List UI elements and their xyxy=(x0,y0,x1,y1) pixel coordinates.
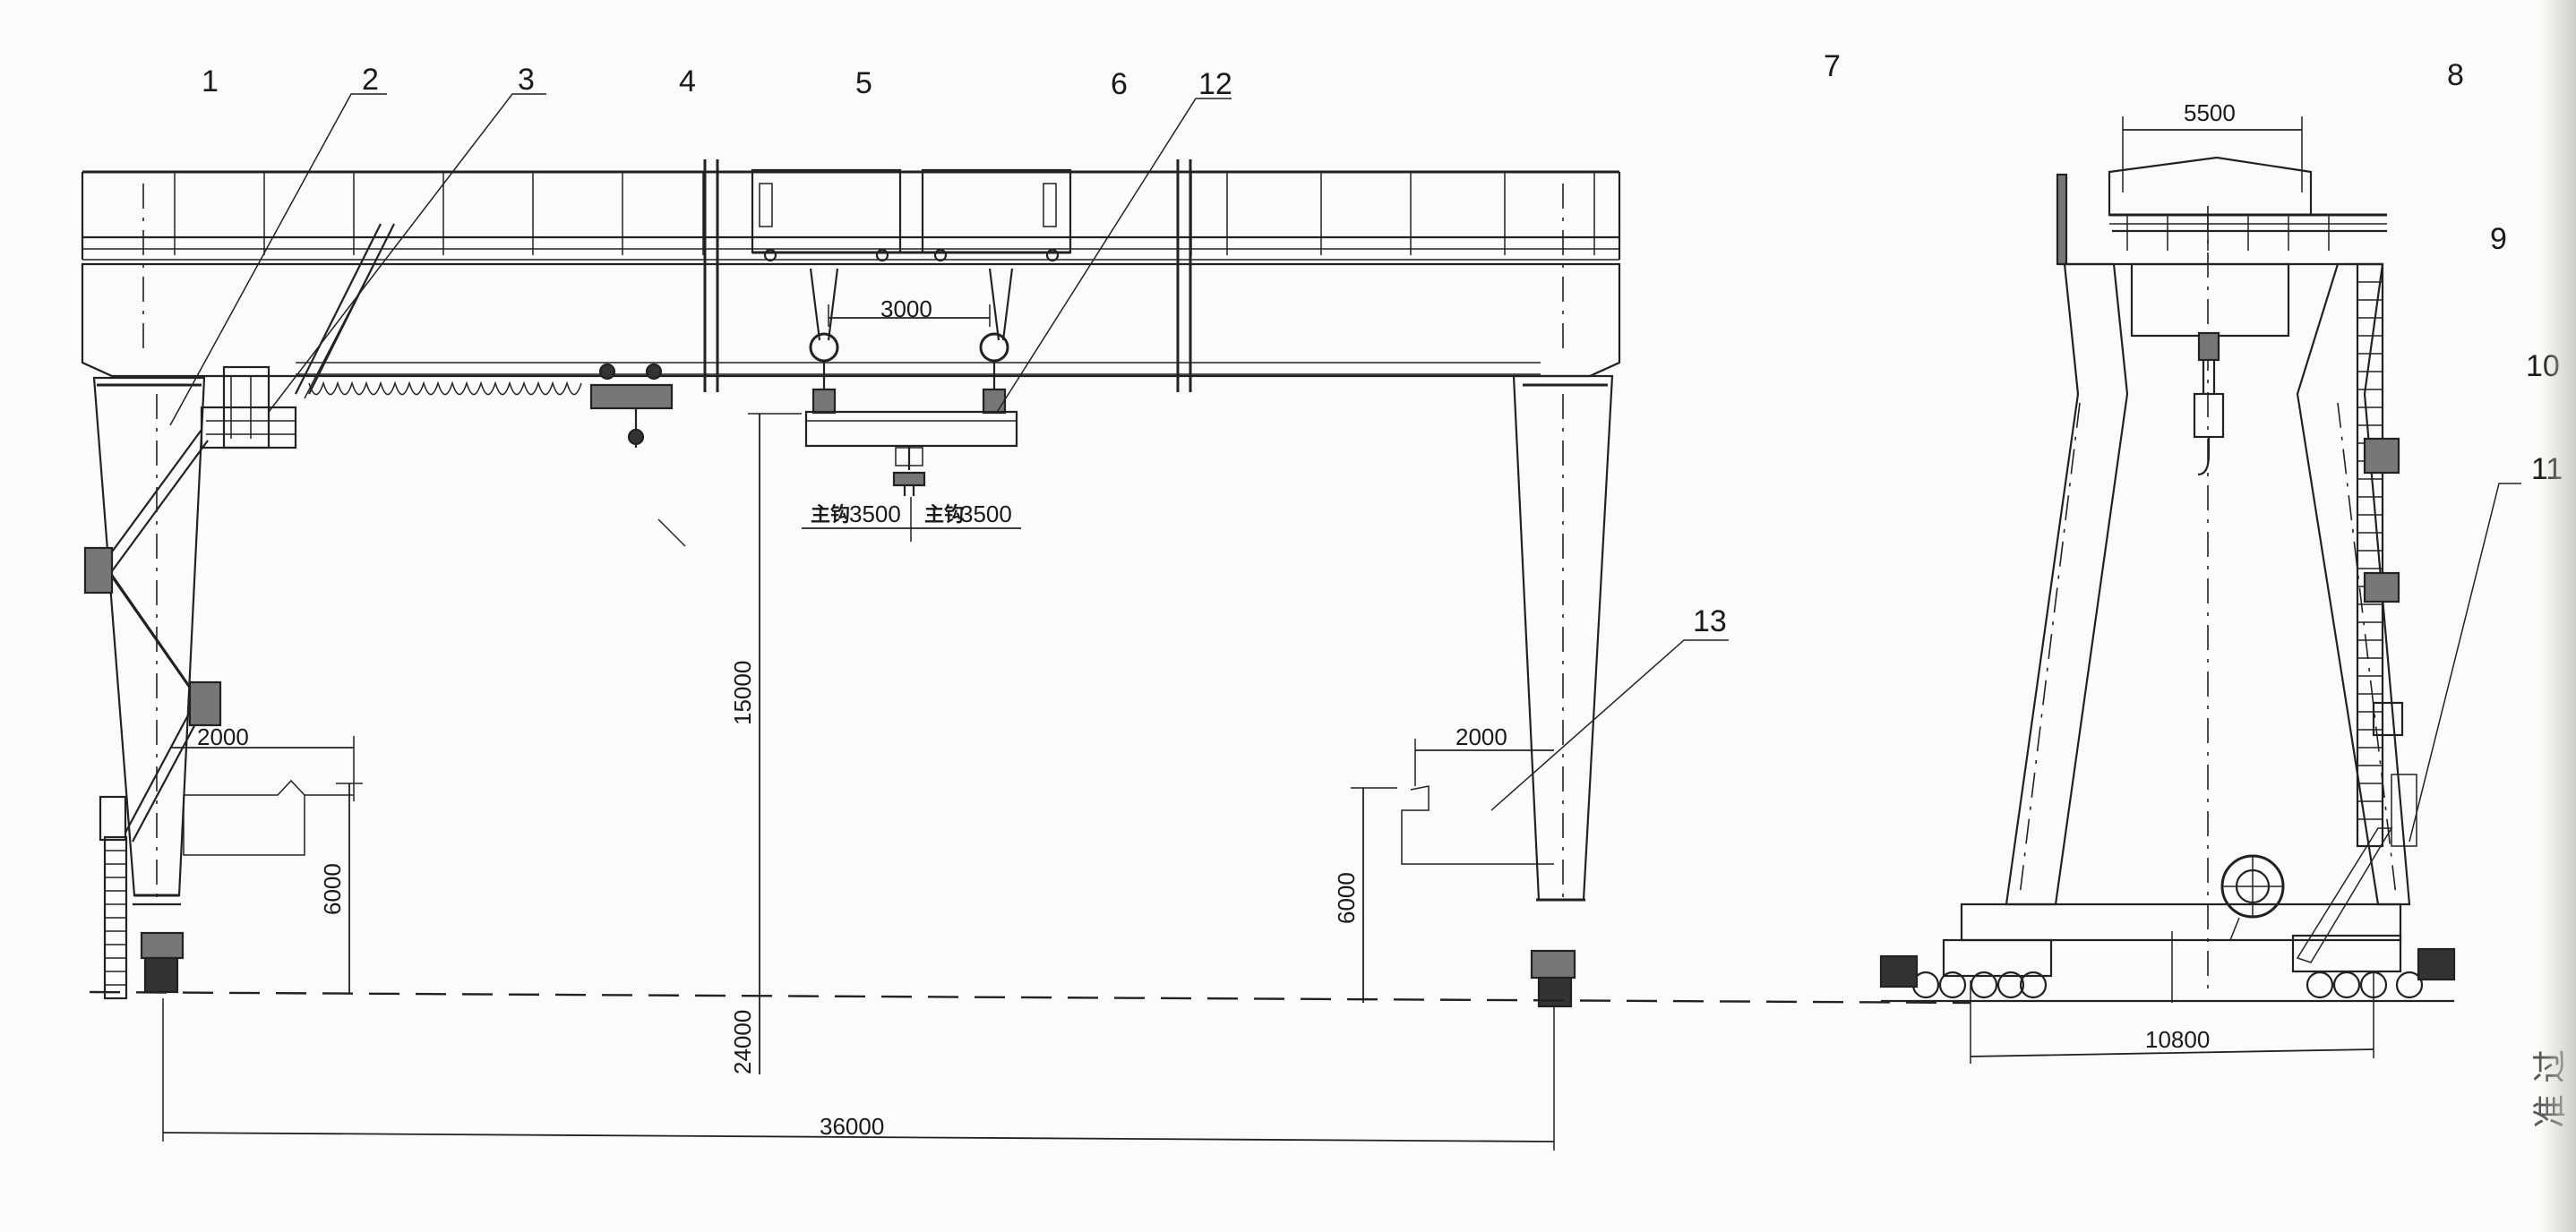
callout-3: 3 xyxy=(518,63,535,97)
girder-railing xyxy=(81,170,1621,260)
dim-2000-left: 2000 xyxy=(197,723,249,750)
left-leg xyxy=(83,223,395,1000)
end-ramp xyxy=(2296,827,2393,963)
leader-lines xyxy=(169,93,2521,843)
dimension-lines xyxy=(162,116,2374,1151)
main-girder xyxy=(81,159,1621,392)
end-elevation xyxy=(1879,156,2456,1003)
callout-8: 8 xyxy=(2447,58,2464,92)
callout-12: 12 xyxy=(1198,67,1232,101)
dim-3500-left: 3500 xyxy=(849,500,901,527)
outreach-mark-right: 主钩 xyxy=(924,503,964,526)
outreach-mark-left: 主钩 xyxy=(811,503,850,526)
dim-24000: 24000 xyxy=(729,1010,756,1074)
callout-13: 13 xyxy=(1693,604,1727,638)
dim-3500-right: 3500 xyxy=(960,500,1012,527)
clearance-profile-left xyxy=(183,779,354,856)
callout-2: 2 xyxy=(362,63,379,97)
dim-36000: 36000 xyxy=(820,1113,884,1140)
dim-2000-right: 2000 xyxy=(1455,723,1507,750)
dim-6000-left: 6000 xyxy=(319,863,346,915)
spreader-beam xyxy=(804,410,1018,496)
right-leg xyxy=(1512,374,1614,1008)
clearance-profile-right xyxy=(1401,785,1554,865)
dimension-labels: 3000 主钩 3500 主钩 3500 15000 24000 2000 60… xyxy=(197,99,2236,1140)
dim-5500: 5500 xyxy=(2184,99,2236,126)
callout-9: 9 xyxy=(2490,222,2507,256)
dim-3000: 3000 xyxy=(880,295,932,322)
dim-10800: 10800 xyxy=(2145,1026,2210,1053)
callout-6: 6 xyxy=(1111,67,1128,101)
callout-4: 4 xyxy=(679,64,696,98)
dim-15000: 15000 xyxy=(729,661,756,725)
end-cab xyxy=(2108,156,2313,217)
end-sill xyxy=(1960,903,2402,942)
cable-reel xyxy=(2220,854,2285,941)
end-bogies xyxy=(1879,934,2456,1003)
callout-5: 5 xyxy=(855,66,872,100)
main-trolley xyxy=(751,168,1072,415)
dim-6000-right: 6000 xyxy=(1333,872,1360,924)
callout-7: 7 xyxy=(1824,49,1841,83)
callout-1: 1 xyxy=(202,64,219,98)
festoon-cable xyxy=(308,381,582,396)
page-edge-shadow xyxy=(2540,0,2576,1232)
front-elevation xyxy=(81,159,1971,1008)
rail-line xyxy=(89,990,1971,1005)
electric-hoist xyxy=(589,363,674,448)
end-ladder xyxy=(2356,262,2417,848)
end-hook xyxy=(2193,206,2225,994)
callout-labels: 1 2 3 4 5 6 12 7 8 9 10 11 13 xyxy=(202,49,2563,638)
